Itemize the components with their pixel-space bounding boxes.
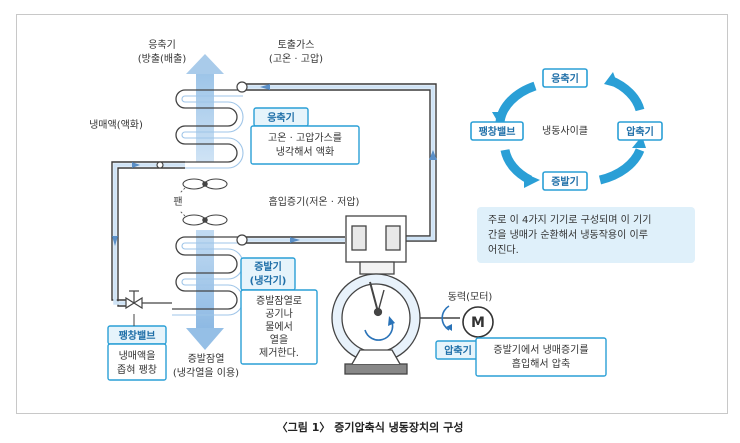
compressor-callout-label: 압축기 xyxy=(444,344,472,357)
motor-assembly xyxy=(420,305,460,331)
cycle-boxes xyxy=(470,68,663,191)
evaporator-callout-label-2: (냉각기) xyxy=(250,274,287,287)
evaporator-callout-box xyxy=(240,257,318,365)
figure-caption: 〈그림 1〉 증기압축식 냉동장치의 구성 xyxy=(277,420,464,434)
evaporation-heat-line-1: 증발잠열 xyxy=(188,353,225,365)
figure-frame xyxy=(16,14,728,414)
info-box xyxy=(477,207,695,263)
motor-symbol: M xyxy=(471,315,485,331)
motor-icon xyxy=(462,306,494,338)
condenser-callout-desc-1: 고온 · 고압가스를 xyxy=(268,131,342,144)
fan-label: 팬 xyxy=(173,196,182,208)
flow-arrows xyxy=(112,84,437,246)
compressor-callout-box xyxy=(435,337,607,377)
condenser-callout-desc-2: 냉각해서 액화 xyxy=(276,145,334,158)
condenser-coil xyxy=(175,89,244,169)
cycle-expansion-valve-label: 팽창밸브 xyxy=(479,125,516,138)
discharge-gas-subtitle: (고온 · 고압) xyxy=(269,52,323,65)
compressor-desc-2: 흡입해서 압축 xyxy=(512,357,570,370)
motor-label: 동력(모터) xyxy=(448,291,493,303)
liquid-refrigerant-label: 냉매액(액화) xyxy=(89,119,143,131)
cycle-condenser-label: 응축기 xyxy=(551,72,579,85)
cycle-compressor-label: 압축기 xyxy=(626,125,654,138)
fan-icon-lower xyxy=(182,214,228,226)
expansion-valve-callout-label: 팽창밸브 xyxy=(119,329,156,342)
expansion-valve-callout-box xyxy=(107,314,167,381)
heat-release-arrow xyxy=(186,54,224,162)
info-line-3: 어진다. xyxy=(488,244,519,256)
condenser-subtitle: (방출(배출) xyxy=(138,53,187,65)
evaporation-heat-arrow xyxy=(186,230,224,350)
evaporation-heat-line-2: (냉각열을 이용) xyxy=(173,367,239,379)
condenser-callout-label: 응축기 xyxy=(267,111,295,124)
evaporator-desc-3: 물에서 xyxy=(265,321,293,333)
expansion-valve-desc-2: 좁혀 팽창 xyxy=(117,364,157,376)
cycle-evaporator-label: 증발기 xyxy=(551,175,579,188)
expansion-valve xyxy=(125,290,172,310)
discharge-gas-title: 토출가스 xyxy=(278,39,315,51)
evaporator-desc-5: 제거한다. xyxy=(259,347,299,359)
info-line-1: 주로 이 4가지 기기로 구성되며 이 기기 xyxy=(488,214,651,226)
fan-pointers xyxy=(179,187,186,217)
evaporator-callout-label-1: 증발기 xyxy=(254,260,282,273)
evaporator-desc-1: 증발잠열로 xyxy=(256,295,302,307)
compressor-rotation-arrow xyxy=(364,316,395,341)
evaporator-desc-4: 열을 xyxy=(270,334,288,346)
condenser-callout-box xyxy=(250,107,360,165)
expansion-valve-desc-1: 냉매액을 xyxy=(119,350,156,362)
compressor-desc-1: 증발기에서 냉매증기를 xyxy=(493,344,588,356)
evaporator-desc-2: 공기나 xyxy=(265,308,293,320)
suction-vapor-label: 흡입증기(저온 · 저압) xyxy=(269,195,360,208)
fan-icon xyxy=(182,178,228,190)
pipe-fittings xyxy=(156,81,248,246)
cycle-center-label: 냉동사이클 xyxy=(542,125,588,137)
info-line-2: 간을 냉매가 순환해서 냉동작용이 이루 xyxy=(488,228,648,241)
compressor-body xyxy=(331,215,421,375)
condenser-title: 응축기 xyxy=(148,39,176,51)
